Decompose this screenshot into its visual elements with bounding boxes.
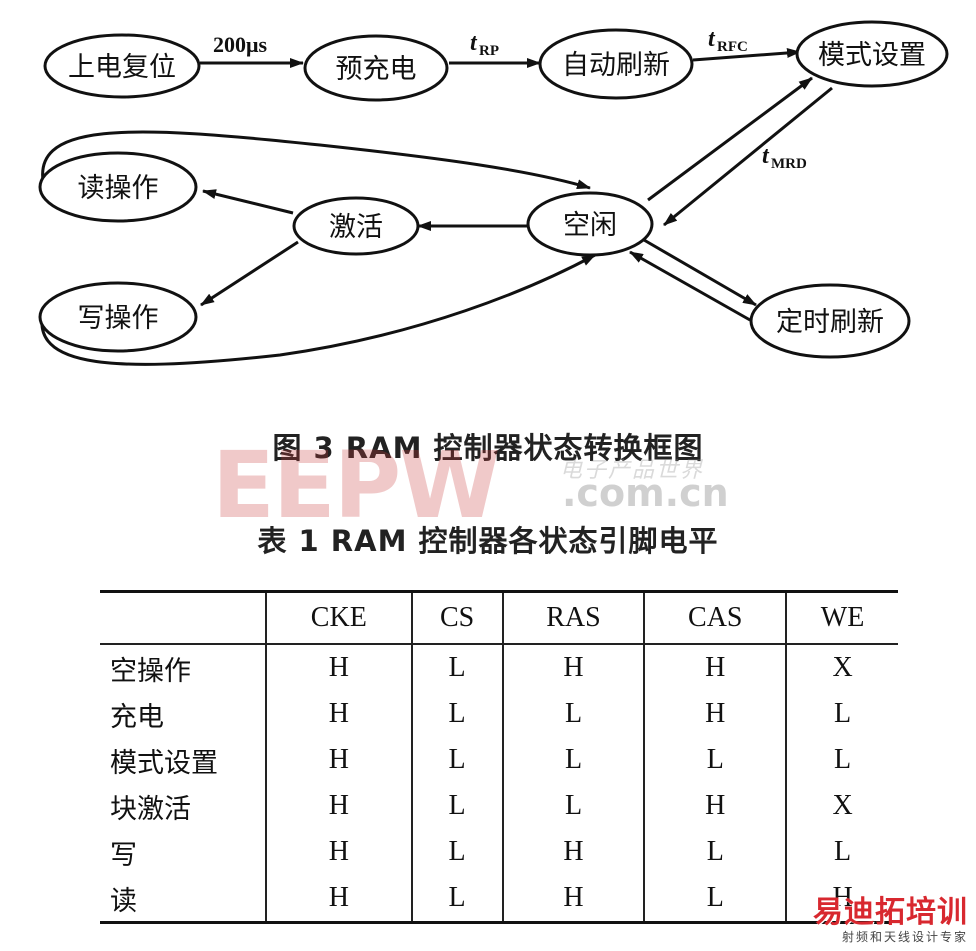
pin-value: L: [785, 829, 898, 875]
pin-value: L: [643, 875, 787, 924]
pin-value: L: [410, 829, 503, 875]
watermark-logo: EEPW: [212, 432, 501, 539]
pin-value: L: [410, 783, 503, 829]
svg-text:RP: RP: [479, 43, 499, 59]
pin-level-table: CKE CS RAS CAS WE 空操作 H L H H X 充电 H L L…: [100, 590, 898, 924]
label-t-rfc: t RFC: [708, 26, 748, 55]
pin-value: H: [501, 644, 645, 691]
header-cell: CAS: [643, 590, 787, 645]
pin-value: L: [643, 829, 787, 875]
svg-text:t: t: [708, 26, 716, 52]
label-t-mrd: t MRD: [762, 143, 807, 172]
table-caption: 表 1 RAM 控制器各状态引脚电平: [257, 524, 719, 558]
state-name: 块激活: [110, 793, 191, 825]
pin-value: L: [501, 691, 645, 737]
node-precharge: 预充电: [303, 34, 449, 102]
figure-caption: 图 3 RAM 控制器状态转换框图: [272, 431, 704, 465]
node-write-op: 写操作: [38, 281, 198, 353]
svg-text:t: t: [762, 143, 770, 169]
pin-value: L: [643, 737, 787, 783]
header-cell: [100, 590, 266, 645]
svg-text:读操作: 读操作: [78, 173, 159, 204]
pin-value: H: [501, 829, 645, 875]
node-power-on-reset: 上电复位: [43, 33, 201, 99]
svg-text:定时刷新: 定时刷新: [776, 307, 884, 338]
node-idle: 空闲: [526, 191, 654, 257]
pin-value: X: [785, 783, 898, 829]
edge-modeset-to-idle: [663, 86, 833, 227]
state-transition-diagram: 上电复位 预充电 自动刷新 模式设置 读操作 激活 空闲 写操作 定时刷新 20…: [38, 20, 949, 366]
svg-text:RFC: RFC: [717, 39, 748, 55]
table-row: 块激活 H L L H X: [100, 783, 898, 829]
edge-activate-to-read: [202, 189, 294, 215]
diagram-edges: [40, 47, 833, 366]
pin-value: L: [501, 737, 645, 783]
node-activate: 激活: [292, 196, 420, 256]
corner-logo-subtitle: 射频和天线设计专家: [841, 930, 968, 944]
svg-text:MRD: MRD: [771, 156, 807, 172]
svg-text:空闲: 空闲: [563, 210, 617, 241]
edge-idle-to-modeset: [647, 76, 813, 202]
state-name: 读: [100, 875, 266, 924]
state-name: 写: [110, 839, 137, 871]
node-read-op: 读操作: [38, 151, 198, 223]
pin-value: H: [265, 737, 412, 783]
pin-value: H: [265, 829, 412, 875]
header-cell: RAS: [501, 590, 645, 645]
svg-text:激活: 激活: [329, 212, 383, 243]
svg-text:自动刷新: 自动刷新: [562, 50, 670, 81]
header-cell: WE: [785, 590, 898, 645]
svg-text:t: t: [470, 30, 478, 56]
pin-value: L: [410, 691, 503, 737]
header-cell: CS: [410, 590, 503, 645]
pin-value: H: [265, 783, 412, 829]
svg-text:模式设置: 模式设置: [818, 40, 926, 71]
pin-value: H: [643, 644, 787, 691]
pin-value: L: [410, 644, 503, 691]
node-timed-refresh: 定时刷新: [749, 283, 911, 359]
label-200us: 200μs: [213, 32, 267, 57]
pin-value: H: [265, 691, 412, 737]
pin-value: L: [410, 875, 503, 924]
pin-value: L: [501, 783, 645, 829]
svg-text:预充电: 预充电: [336, 54, 417, 85]
state-name: 模式设置: [110, 747, 218, 779]
corner-logo-title: 易迪拓培训: [813, 895, 968, 930]
pin-value: H: [501, 875, 645, 924]
table-header-row: CKE CS RAS CAS WE: [100, 590, 898, 645]
pin-value: L: [785, 737, 898, 783]
pin-value: L: [410, 737, 503, 783]
table-row: 空操作 H L H H X: [100, 644, 898, 691]
state-name: 空操作: [110, 655, 191, 687]
table-row: 模式设置 H L L L L: [100, 737, 898, 783]
svg-text:写操作: 写操作: [78, 303, 159, 334]
node-mode-set: 模式设置: [795, 20, 949, 88]
state-name: 充电: [110, 701, 164, 733]
pin-value: H: [643, 691, 787, 737]
corner-logo: 易迪拓培训 射频和天线设计专家: [813, 898, 968, 945]
label-t-rp: t RP: [470, 30, 499, 59]
header-cell: CKE: [265, 590, 412, 645]
table-row: 读 H L H L H: [100, 875, 898, 924]
watermark-site: .com.cn: [562, 471, 729, 515]
table-row: 充电 H L L H L: [100, 691, 898, 737]
watermark-cn: 电子产品世界: [560, 458, 705, 483]
pin-value: H: [265, 875, 412, 924]
edge-read-to-idle: [41, 130, 591, 191]
table-row: 写 H L H L L: [100, 829, 898, 875]
edge-timedrefresh-to-idle: [629, 250, 751, 322]
node-auto-refresh: 自动刷新: [538, 28, 694, 100]
pin-value: H: [785, 875, 898, 924]
edge-idle-to-timedrefresh: [643, 238, 757, 307]
svg-text:上电复位: 上电复位: [68, 52, 176, 83]
edge-write-to-idle: [40, 253, 596, 366]
pin-value: H: [265, 644, 412, 691]
pin-value: X: [785, 644, 898, 691]
edge-autorefresh-to-modeset: [692, 47, 801, 62]
pin-value: H: [643, 783, 787, 829]
pin-value: L: [785, 691, 898, 737]
edge-activate-to-write: [200, 240, 299, 307]
